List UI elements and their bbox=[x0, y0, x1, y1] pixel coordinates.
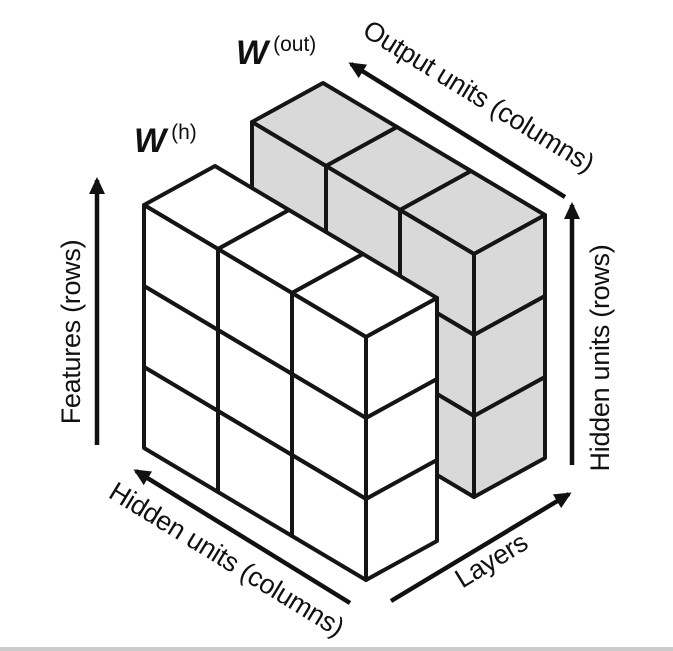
features-axis-label: Features (rows) bbox=[56, 240, 86, 425]
output-units-columns-axis-arrow bbox=[348, 62, 567, 199]
layers-axis-arrow bbox=[389, 492, 572, 603]
w-out-superscript: (out) bbox=[273, 33, 316, 56]
hidden-units-rows-axis-label: Hidden units (rows) bbox=[585, 245, 615, 472]
hidden-units-columns-axis-arrow bbox=[133, 469, 352, 605]
cube-face bbox=[290, 453, 368, 582]
w-h-superscript: (h) bbox=[171, 121, 197, 144]
w-out-symbol: W bbox=[236, 34, 271, 72]
w-out-label: W(out) bbox=[236, 33, 316, 72]
w-h-label: W(h) bbox=[134, 121, 197, 160]
bottom-edge-strip bbox=[0, 647, 673, 651]
w-h-matrix-block bbox=[142, 164, 439, 582]
layers-axis-label: Layers bbox=[450, 527, 533, 594]
w-h-symbol: W bbox=[134, 122, 169, 160]
